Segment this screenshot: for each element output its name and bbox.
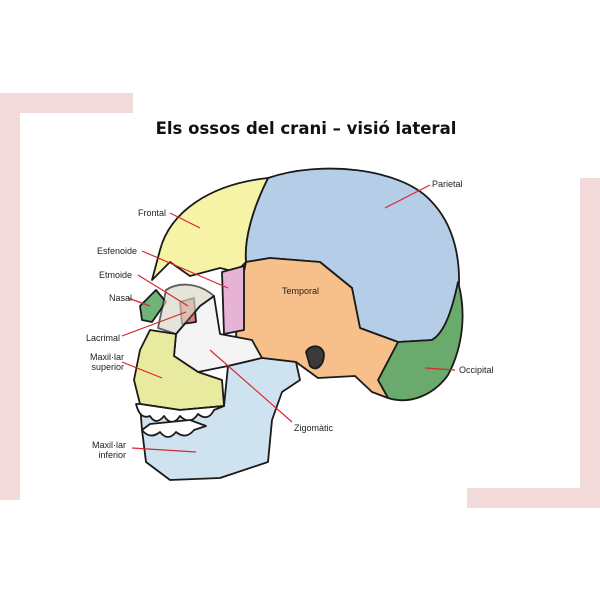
label-maxilar-superior: Maxil·lar superior xyxy=(78,352,124,372)
leader-maxilar-inferior xyxy=(131,447,197,453)
label-maxilar-inferior: Maxil·lar inferior xyxy=(80,440,126,460)
leader-lacrimal xyxy=(121,311,187,337)
label-temporal: Temporal xyxy=(282,286,320,296)
label-maxilar-inferior-line1: Maxil·lar xyxy=(91,440,126,450)
label-etmoide: Etmoide xyxy=(99,270,133,280)
lower-teeth xyxy=(141,419,207,438)
leader-zigomatic xyxy=(209,349,293,423)
label-frontal: Frontal xyxy=(138,208,167,218)
leader-occipital xyxy=(424,367,456,371)
label-maxilar-superior-line2: superior xyxy=(91,362,124,372)
label-nasal: Nasal xyxy=(109,293,133,303)
leader-esfenoide xyxy=(141,250,229,289)
label-lacrimal: Lacrimal xyxy=(86,333,121,343)
leader-etmoide xyxy=(137,274,189,307)
orbit-shadow xyxy=(157,283,215,335)
frontal-bone xyxy=(151,177,269,281)
ear-canal xyxy=(305,345,325,370)
diagram-title: Els ossos del crani – visió lateral xyxy=(155,119,457,138)
frame-top-left-vertical xyxy=(0,93,20,500)
leader-maxilar-superior xyxy=(121,361,163,379)
leader-frontal xyxy=(169,212,201,229)
occipital-bone xyxy=(377,281,464,402)
label-maxilar-superior-line1: Maxil·lar xyxy=(89,352,124,362)
frame-bottom-right-vertical xyxy=(580,178,600,508)
label-occipital: Occipital xyxy=(459,365,494,375)
label-maxilar-inferior-line2: inferior xyxy=(98,450,126,460)
label-zigomatic: Zigomàtic xyxy=(294,423,334,433)
frame-top-left-horizontal xyxy=(0,93,133,113)
leader-nasal xyxy=(127,297,151,307)
leader-parietal xyxy=(384,184,431,209)
nasal-bone xyxy=(139,289,167,323)
label-esfenoide: Esfenoide xyxy=(97,246,138,256)
frame-bottom-right-horizontal xyxy=(467,488,600,508)
sphenoid-bone xyxy=(221,265,245,335)
label-parietal: Parietal xyxy=(432,179,463,189)
mandible-bone xyxy=(139,357,301,481)
